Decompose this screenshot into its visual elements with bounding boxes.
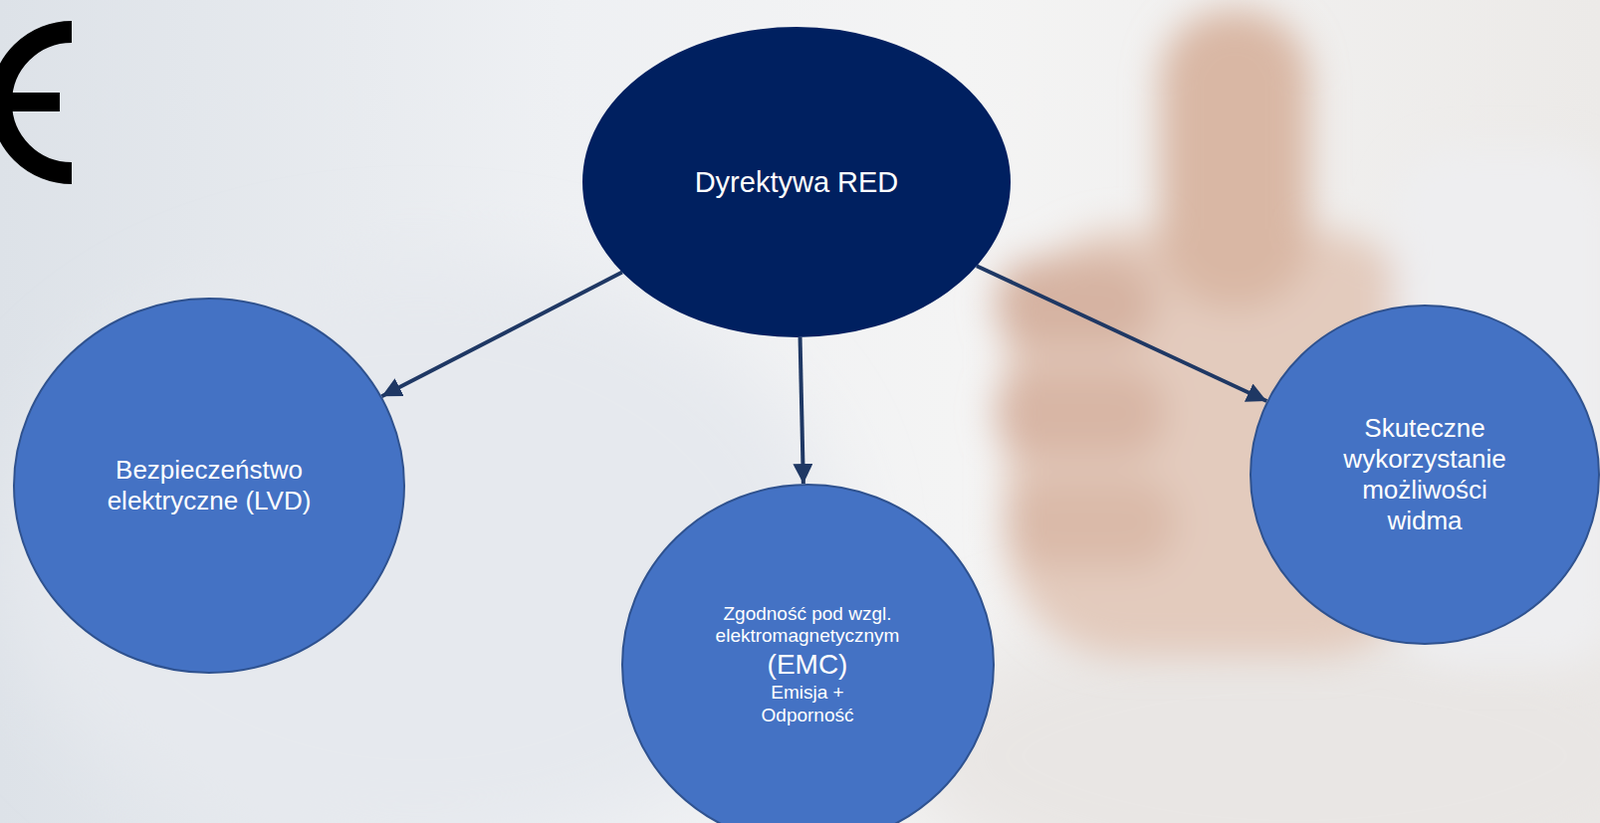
requirement-circle: Skuteczne wykorzystanie możliwości widma: [1249, 304, 1600, 646]
text-stack: Skuteczne wykorzystanie możliwości widma: [1325, 413, 1525, 538]
node-text: (EMC): [767, 648, 849, 683]
requirement-circle: Bezpieczeństwo elektryczne (LVD): [12, 297, 406, 675]
ellipse-fill: [583, 27, 1010, 337]
ellipse-fill: [1250, 305, 1600, 645]
arrow-connector: [381, 272, 622, 398]
ellipse-fill: [13, 298, 405, 674]
node-label: Dyrektywa RED: [694, 165, 900, 201]
text-area: Zgodność pod wzgl. elektromagnetycznym(E…: [621, 483, 995, 823]
node-label: Skuteczne wykorzystanie możliwości widma: [1325, 413, 1525, 538]
directive-ellipse: Dyrektywa RED: [582, 26, 1011, 338]
text-area: Bezpieczeństwo elektryczne (LVD): [12, 297, 406, 675]
text-area: Dyrektywa RED: [582, 26, 1011, 338]
ellipse-fill: [622, 484, 994, 823]
text-stack: Dyrektywa RED: [694, 165, 900, 201]
node-label: Bezpieczeństwo elektryczne (LVD): [102, 455, 317, 517]
arrow-connector: [976, 265, 1267, 402]
arrow-connector: [800, 337, 804, 484]
ce-mark: [0, 31, 72, 174]
thumbs-up-hand: [995, 9, 1600, 668]
node-label: Zgodność pod wzgl. elektromagnetycznym: [683, 603, 932, 650]
text-stack: Zgodność pod wzgl. elektromagnetycznym(E…: [683, 603, 932, 728]
shirt-blur: [0, 258, 1600, 823]
text-stack: Bezpieczeństwo elektryczne (LVD): [102, 455, 317, 517]
node-text: Emisja + Odporność: [761, 682, 855, 728]
text-area: Skuteczne wykorzystanie możliwości widma: [1249, 304, 1600, 646]
requirement-circle: Zgodność pod wzgl. elektromagnetycznym(E…: [621, 483, 995, 823]
